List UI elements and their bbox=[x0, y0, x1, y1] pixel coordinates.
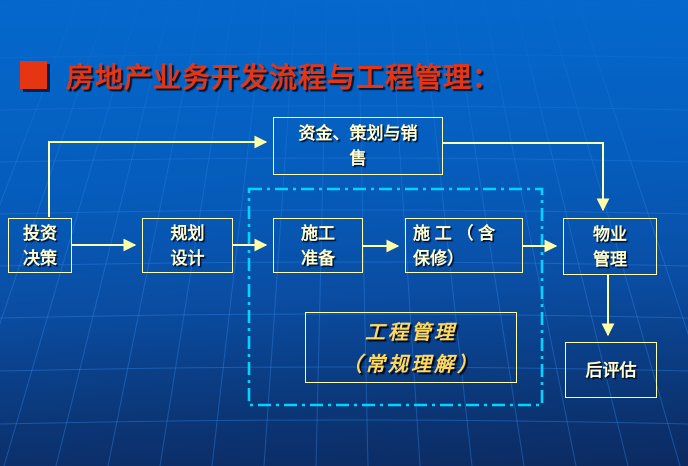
slide-title: 房地产业务开发流程与工程管理： bbox=[66, 62, 502, 93]
node-post-evaluation: 后评估 bbox=[565, 342, 657, 398]
node-property-management: 物业 管理 bbox=[563, 218, 657, 275]
node-construction-preparation: 施工 准备 bbox=[273, 218, 363, 273]
node-project-management-label: 工程管理 （常规理解） bbox=[305, 312, 517, 383]
node-funds-planning-sales: 资金、策划与销 售 bbox=[273, 117, 443, 175]
node-investment-decision: 投资 决策 bbox=[8, 218, 72, 273]
node-planning-design: 规划 设计 bbox=[142, 218, 233, 273]
red-square-bullet-icon bbox=[20, 61, 47, 89]
slide-title-row: 房地产业务开发流程与工程管理： bbox=[20, 56, 501, 96]
node-construction-incl-warranty: 施 工 （ 含 保修） bbox=[405, 218, 523, 273]
